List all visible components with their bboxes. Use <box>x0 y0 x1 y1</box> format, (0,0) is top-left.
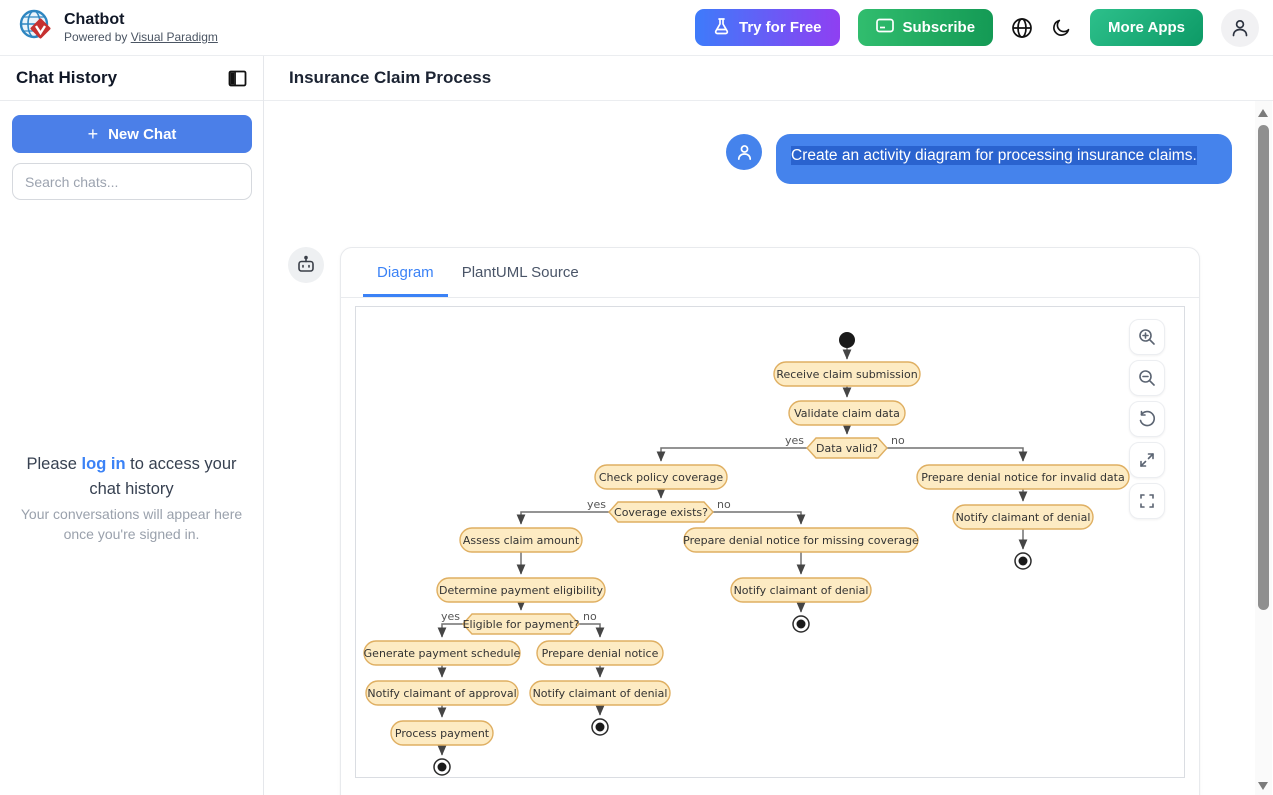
zoom-in-button[interactable] <box>1129 319 1165 355</box>
chat-history-sidebar: Chat History + New Chat Please log in to… <box>0 56 264 795</box>
search-chats-input[interactable] <box>12 163 252 200</box>
svg-text:Eligible for payment?: Eligible for payment? <box>463 618 580 631</box>
app-header: Chatbot Powered by Visual Paradigm Try f… <box>0 0 1273 56</box>
tab-plantuml-source[interactable]: PlantUML Source <box>461 264 579 281</box>
more-apps-button[interactable]: More Apps <box>1090 9 1203 46</box>
svg-text:Generate payment schedule: Generate payment schedule <box>364 647 521 660</box>
login-subtext: Your conversations will appear here once… <box>20 505 243 542</box>
svg-text:Prepare denial notice for inva: Prepare denial notice for invalid data <box>921 471 1124 484</box>
sidebar-title: Chat History <box>16 68 118 87</box>
svg-text:Validate claim data: Validate claim data <box>794 407 900 420</box>
svg-text:Prepare denial notice for miss: Prepare denial notice for missing covera… <box>683 534 919 547</box>
fullscreen-button[interactable] <box>1129 483 1165 519</box>
svg-text:Determine payment eligibility: Determine payment eligibility <box>439 584 604 597</box>
bot-avatar <box>288 247 324 283</box>
reset-view-button[interactable] <box>1129 401 1165 437</box>
language-globe-button[interactable] <box>1011 17 1033 39</box>
user-account-avatar[interactable] <box>1221 8 1259 47</box>
svg-text:no: no <box>583 610 597 623</box>
tab-diagram[interactable]: Diagram <box>363 251 448 297</box>
card-icon <box>875 18 894 37</box>
svg-text:Notify claimant of denial: Notify claimant of denial <box>533 687 668 700</box>
flask-icon <box>713 17 730 39</box>
expand-button[interactable] <box>1129 442 1165 478</box>
svg-text:Process payment: Process payment <box>395 727 490 740</box>
visual-paradigm-link[interactable]: Visual Paradigm <box>130 29 218 44</box>
svg-text:Check policy coverage: Check policy coverage <box>599 471 724 484</box>
activity-nodes: Receive claim submission Validate claim … <box>363 361 1130 746</box>
svg-text:Assess claim amount: Assess claim amount <box>463 534 580 547</box>
svg-text:Coverage exists?: Coverage exists? <box>614 506 708 519</box>
edge-labels: yes no yes no yes no <box>441 434 905 623</box>
conversation-title: Insurance Claim Process <box>289 68 492 87</box>
svg-text:no: no <box>891 434 905 447</box>
start-node <box>839 332 855 348</box>
svg-text:yes: yes <box>785 434 804 447</box>
activity-diagram: Receive claim submission Validate claim … <box>363 332 1130 776</box>
app-title: Chatbot <box>64 11 125 29</box>
visual-paradigm-logo-icon <box>16 6 54 49</box>
bot-response-card: Diagram PlantUML Source <box>340 247 1200 795</box>
svg-text:Data valid?: Data valid? <box>816 442 878 455</box>
svg-text:Notify claimant of approval: Notify claimant of approval <box>367 687 516 700</box>
try-for-free-button[interactable]: Try for Free <box>694 9 840 46</box>
svg-text:yes: yes <box>441 610 460 623</box>
subscribe-button[interactable]: Subscribe <box>857 9 994 46</box>
scrollbar-down-arrow[interactable] <box>1258 782 1268 790</box>
scrollbar-up-arrow[interactable] <box>1258 109 1268 117</box>
svg-text:Notify claimant of denial: Notify claimant of denial <box>956 511 1091 524</box>
svg-text:yes: yes <box>587 498 606 511</box>
main-area: Insurance Claim Process Create an activi… <box>264 56 1273 795</box>
svg-text:no: no <box>717 498 731 511</box>
dark-mode-moon-button[interactable] <box>1051 17 1072 38</box>
user-message-bubble: Create an activity diagram for processin… <box>776 134 1232 184</box>
scrollbar-thumb[interactable] <box>1258 125 1269 610</box>
tab-bar: Diagram PlantUML Source <box>341 248 1199 298</box>
diagram-zoom-controls <box>1129 319 1165 519</box>
svg-text:Prepare denial notice: Prepare denial notice <box>542 647 659 660</box>
log-in-link[interactable]: log in <box>81 455 126 473</box>
plus-icon: + <box>87 123 99 144</box>
user-message-text: Create an activity diagram for processin… <box>791 146 1197 165</box>
chat-content: Create an activity diagram for processin… <box>264 101 1273 795</box>
end-nodes <box>433 552 1032 776</box>
page-scrollbar <box>1255 101 1272 795</box>
zoom-out-button[interactable] <box>1129 360 1165 396</box>
brand: Chatbot Powered by Visual Paradigm <box>16 6 218 49</box>
diagram-viewport[interactable]: Receive claim submission Validate claim … <box>355 306 1185 778</box>
collapse-sidebar-icon[interactable] <box>228 69 247 88</box>
new-chat-button[interactable]: + New Chat <box>12 115 252 153</box>
user-message-avatar <box>726 134 762 170</box>
svg-text:Notify claimant of denial: Notify claimant of denial <box>734 584 869 597</box>
svg-text:Receive claim submission: Receive claim submission <box>776 368 917 381</box>
powered-by: Powered by Visual Paradigm <box>64 29 218 44</box>
login-prompt: Please log in to access your chat histor… <box>0 452 263 544</box>
